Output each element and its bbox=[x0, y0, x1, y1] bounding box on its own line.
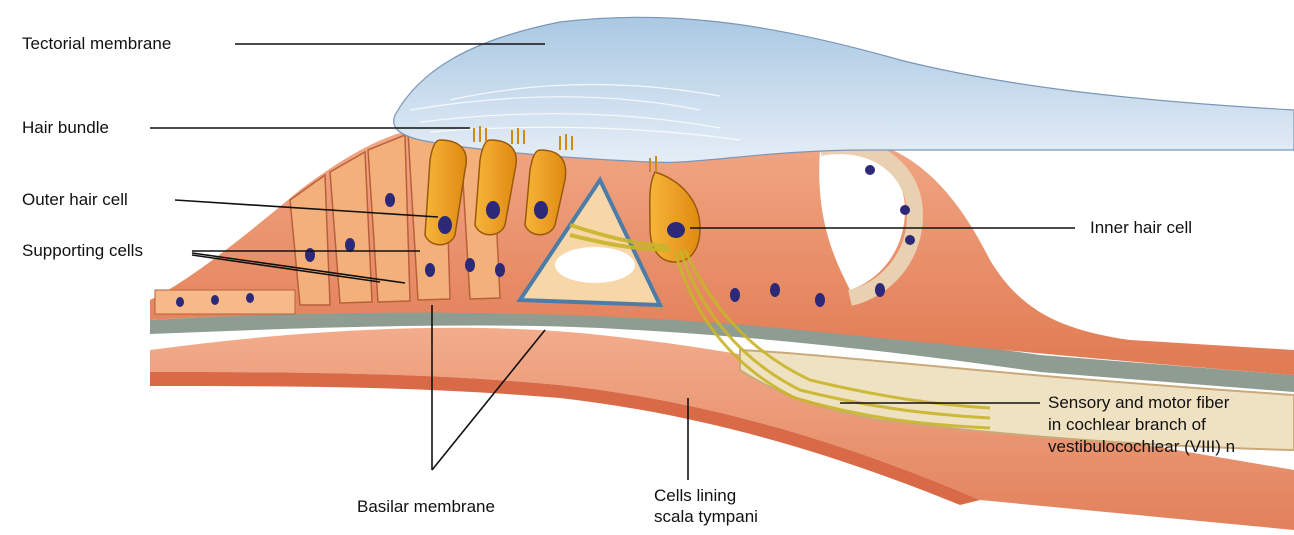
supporting-cells-group bbox=[290, 130, 500, 305]
label-basilar-membrane: Basilar membrane bbox=[357, 497, 495, 517]
label-hair-bundle: Hair bundle bbox=[22, 118, 109, 138]
label-supporting-cells: Supporting cells bbox=[22, 241, 143, 261]
label-sensory-fibers-1: Sensory and motor fiber bbox=[1048, 393, 1229, 413]
tunnel-space bbox=[555, 247, 635, 283]
label-tectorial-membrane: Tectorial membrane bbox=[22, 34, 171, 54]
label-sensory-fibers-3: vestibulocochlear (VIII) n bbox=[1048, 437, 1235, 457]
tectorial-membrane-shape bbox=[394, 17, 1294, 162]
label-sensory-fibers-2: in cochlear branch of bbox=[1048, 415, 1206, 435]
label-cells-lining-1: Cells lining bbox=[654, 486, 736, 506]
label-cells-lining-2: scala tympani bbox=[654, 507, 758, 527]
label-inner-hair-cell: Inner hair cell bbox=[1090, 218, 1192, 238]
label-outer-hair-cell: Outer hair cell bbox=[22, 190, 128, 210]
